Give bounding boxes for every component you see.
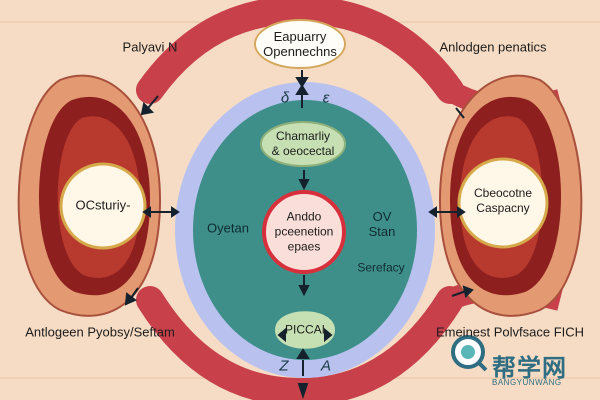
top-left-label: Palyavi N <box>122 39 178 55</box>
watermark-logo-icon <box>451 335 488 372</box>
green-node-line-2: & oeocectal <box>271 144 335 158</box>
right-circle-line-2: Caspacny <box>476 201 530 215</box>
right-inner-lower-label: Serefacy <box>357 260 405 275</box>
core-line-3: epaes <box>287 239 321 254</box>
green-node <box>260 121 346 167</box>
bottom-symbol-left: Z <box>279 357 289 375</box>
bottom-right-label: Emeinest Polvfsace FICH <box>435 324 585 340</box>
left-inner-label: Oyetan <box>207 220 249 236</box>
core-circle-text: Anddo pceenetion epaes <box>275 210 334 255</box>
left-circle <box>59 162 147 250</box>
outer-band-top <box>136 0 464 104</box>
right-inner-line-2: Stan <box>368 224 396 239</box>
right-inner-line-1: OV <box>372 209 392 224</box>
left-circle-label: OCsturiy- <box>75 197 131 213</box>
core-circle <box>262 190 346 274</box>
top-oval <box>254 19 346 69</box>
top-right-label: Anlodgen penatics <box>439 39 547 55</box>
watermark-main-text: 帮学网 <box>492 355 567 382</box>
right-inner-text: OV Stan <box>369 209 396 239</box>
arrows <box>124 70 474 400</box>
bottom-symbol-right: A <box>320 357 332 375</box>
green-node-line-1: Chamarliy <box>275 129 330 143</box>
outer-band-bottom <box>136 286 464 400</box>
watermark-sub-text: BANGYUNWANG <box>492 378 562 387</box>
inner-top-symbol-right: ε <box>322 89 330 107</box>
core-line-1: Anddo <box>286 209 322 224</box>
top-oval-line-1: Eapuarry <box>273 29 327 44</box>
core-line-2: pceenetion <box>274 224 334 239</box>
green-node-text: Chamarliy & oeocectal <box>272 129 335 159</box>
bottom-left-label: Antlogeen Pyobsy/Seftam <box>25 324 175 340</box>
right-circle-line-1: Cbeocotne <box>473 186 533 200</box>
watermark: 帮学网 BANGYUNWANG <box>444 346 594 396</box>
inner-top-symbol-left: δ <box>280 89 290 107</box>
right-circle <box>457 157 549 249</box>
top-oval-text: Eapuarry Opennechns <box>263 29 337 59</box>
top-oval-line-2: Opennechns <box>263 44 337 59</box>
bottom-node <box>275 311 335 349</box>
bottom-node-label: PICCAI <box>284 322 326 337</box>
right-circle-text: Cbeocotne Caspacny <box>474 186 532 216</box>
